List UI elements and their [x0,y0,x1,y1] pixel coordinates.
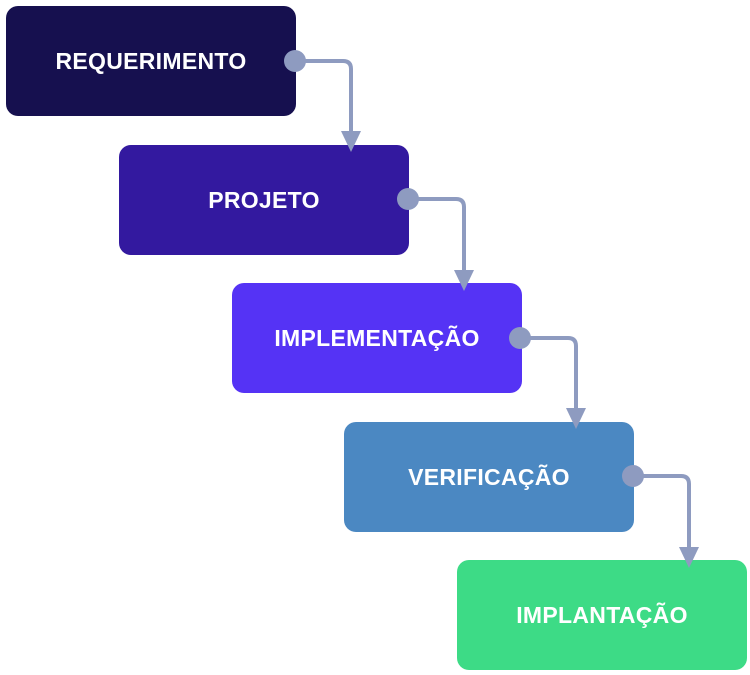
step-verificacao: VERIFICAÇÃO [344,422,634,532]
step-implantacao: IMPLANTAÇÃO [457,560,747,670]
step-projeto: PROJETO [119,145,409,255]
step-implementacao: IMPLEMENTAÇÃO [232,283,522,393]
step-verificacao-label: VERIFICAÇÃO [408,463,570,490]
step-implementacao-label: IMPLEMENTAÇÃO [274,324,480,351]
step-requerimento: REQUERIMENTO [6,6,296,116]
connector-arrow-1 [293,59,353,135]
step-requerimento-label: REQUERIMENTO [55,47,247,74]
step-projeto-label: PROJETO [208,186,320,213]
connector-arrow-4 [631,474,691,551]
connector-arrow-2 [406,197,466,274]
step-implantacao-label: IMPLANTAÇÃO [516,601,688,628]
connector-arrow-3 [518,336,578,412]
